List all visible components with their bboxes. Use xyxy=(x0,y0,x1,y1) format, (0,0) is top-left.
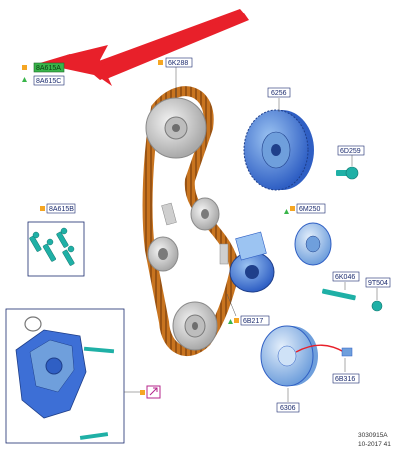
crank-damper xyxy=(260,325,318,387)
square-marker xyxy=(234,318,239,323)
camshaft-pulley xyxy=(145,97,207,159)
callout-box xyxy=(276,402,300,413)
callout-damper-bolt: 6B316 xyxy=(335,376,355,383)
callout-box xyxy=(332,271,360,282)
direction-arrow xyxy=(295,344,345,353)
callout-box xyxy=(337,145,365,156)
water-pump-bolts-group xyxy=(27,221,85,277)
triangle-marker xyxy=(228,319,233,324)
callout-water-pump-bolts: 8A615B xyxy=(49,206,74,213)
legend-code-box-1 xyxy=(33,62,65,73)
callout-timing-belt: 6K288 xyxy=(168,60,188,67)
upper-idler-pulley xyxy=(161,197,220,231)
damper-bolt xyxy=(341,347,353,357)
tensioner-bolt xyxy=(321,288,356,301)
square-marker xyxy=(140,390,145,395)
timing-belt xyxy=(142,86,241,356)
callout-tensioner-bolt: 6K046 xyxy=(335,274,355,281)
callout-box xyxy=(267,87,291,98)
callout-camshaft-sprocket: 6256 xyxy=(271,90,287,97)
drawing-date: 10-2017 41 xyxy=(358,441,391,448)
callout-box xyxy=(240,315,270,326)
external-link-icon xyxy=(149,387,158,396)
callout-box xyxy=(365,277,391,288)
callout-box xyxy=(46,203,76,214)
idler-pulley xyxy=(294,222,332,266)
legend-triangle-marker xyxy=(22,77,27,82)
legend-code-1: 8A615A xyxy=(36,65,61,72)
crank-sprocket xyxy=(172,301,218,351)
pointer-arrow xyxy=(40,9,249,86)
callout-sprocket-bolt: 6D259 xyxy=(340,148,361,155)
tensioner xyxy=(219,231,275,293)
legend-code-2: 8A615C xyxy=(36,78,61,85)
callout-idler-pulley: 6M250 xyxy=(299,206,321,213)
camshaft-sprocket xyxy=(243,109,314,191)
square-marker xyxy=(158,60,163,65)
callout-crank-sprocket: 6306 xyxy=(280,405,296,412)
callout-tensioner-nut: 9T504 xyxy=(368,280,388,287)
triangle-marker xyxy=(284,209,289,214)
tensioner-nut xyxy=(371,300,383,312)
sprocket-bolt xyxy=(336,166,359,180)
leader-line xyxy=(226,293,237,317)
water-pump-detail xyxy=(5,308,125,444)
drawing-number: 3030915A xyxy=(358,432,388,439)
callout-box xyxy=(332,373,360,384)
square-marker xyxy=(40,206,45,211)
callout-box xyxy=(165,57,193,68)
tensioner-pulley xyxy=(147,236,179,272)
legend: 8A615A 8A615C xyxy=(22,62,65,86)
callout-tensioner: 6B217 xyxy=(243,318,263,325)
square-marker xyxy=(290,206,295,211)
legend-square-marker xyxy=(22,65,27,70)
callout-box xyxy=(296,203,326,214)
legend-code-box-2 xyxy=(33,75,65,86)
